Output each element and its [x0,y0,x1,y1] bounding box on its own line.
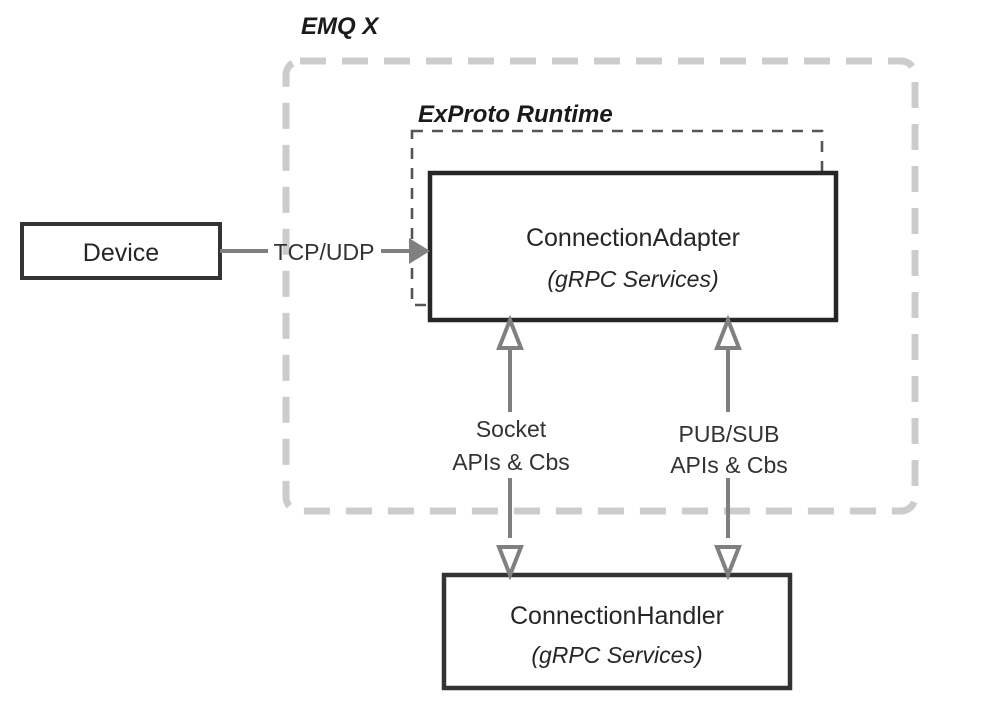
edge-socket-arrowhead-up [496,314,524,350]
edge-pubsub-label-line1: PUB/SUB [679,421,780,447]
group-emqx-label: EMQ X [301,13,380,40]
node-connection-adapter-label: ConnectionAdapter [526,224,740,252]
group-emqx-boundary [282,57,919,515]
node-connection-adapter-box[interactable] [427,170,839,323]
edge-device-to-adapter-arrowhead [409,238,430,264]
edge-pubsub-label-line2: APIs & Cbs [670,452,788,478]
edge-tcp-udp-label: TCP/UDP [274,239,375,265]
edge-socket-arrowhead-down [496,545,524,581]
edge-socket-label-line2: APIs & Cbs [452,449,570,475]
node-device-label: Device [83,239,159,267]
node-connection-handler-sublabel: (gRPC Services) [531,642,702,668]
edge-pubsub-arrowhead-up [714,314,742,350]
node-connection-handler-box[interactable] [441,572,793,691]
node-connection-adapter-sublabel: (gRPC Services) [547,266,718,292]
edge-socket-label-line1: Socket [476,416,547,442]
node-connection-handler-label: ConnectionHandler [510,602,724,630]
group-exproto-label: ExProto Runtime [418,101,613,128]
edge-pubsub-arrowhead-down [714,545,742,581]
